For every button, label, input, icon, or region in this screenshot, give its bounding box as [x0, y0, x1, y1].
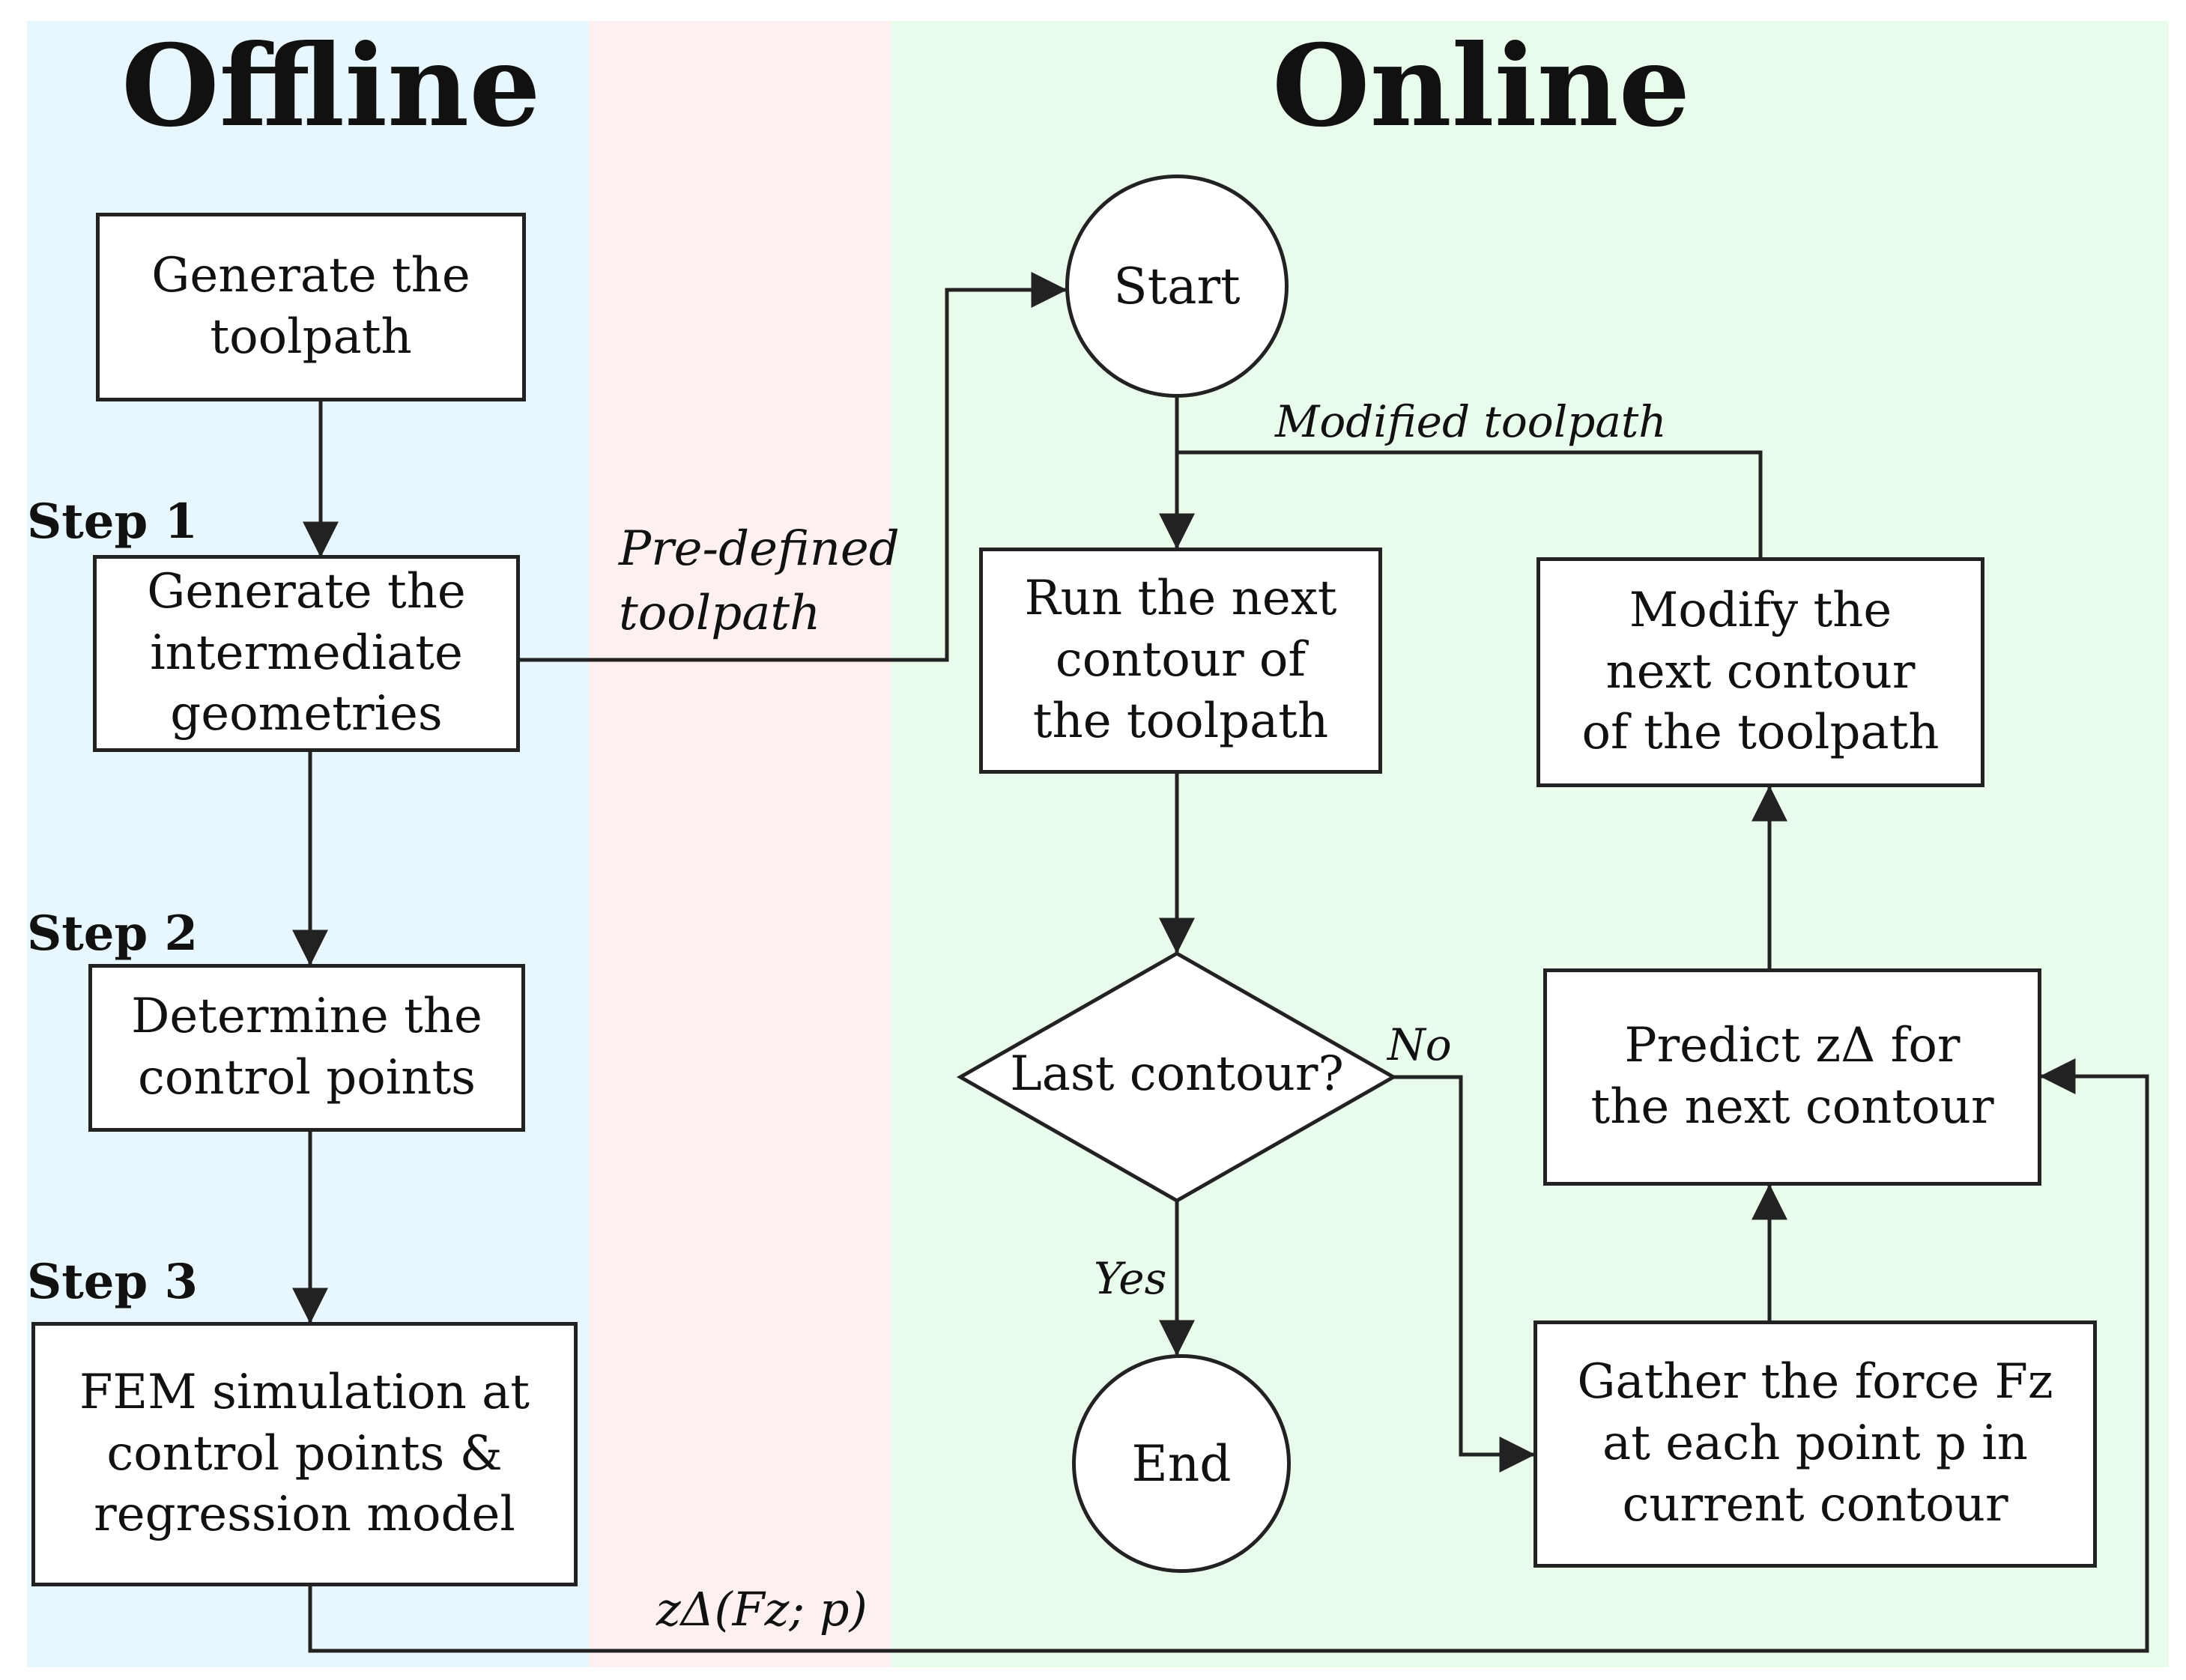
online-heading: Online: [1272, 20, 1691, 152]
box-text-line: of the toolpath: [1581, 705, 1940, 761]
gather-force-box: Gather the force Fz at each point p in c…: [1533, 1320, 2097, 1568]
box-text-line: regression model: [94, 1487, 515, 1543]
box-text-line: intermediate: [150, 625, 463, 681]
model-output-label: zΔ(Fz; p): [656, 1582, 868, 1637]
control-points-box: Determine the control points: [88, 964, 525, 1132]
transfer-panel: [589, 21, 891, 1667]
box-text-line: at each point p in: [1602, 1416, 2028, 1472]
last-contour-question: Last contour?: [1010, 1046, 1344, 1102]
step-2-label: Step 2: [27, 906, 199, 962]
step-3-label: Step 3: [27, 1254, 199, 1310]
box-text-line: Modify the: [1629, 582, 1892, 638]
box-text-line: Determine the: [131, 989, 482, 1045]
arrow-modified-toolpath: [1177, 450, 1763, 557]
box-text-line: Predict zΔ for: [1624, 1018, 1961, 1074]
box-text-line: Gather the force Fz: [1577, 1354, 2053, 1410]
predict-box: Predict zΔ for the next contour: [1543, 968, 2041, 1186]
box-text-line: Generate the: [151, 248, 470, 304]
box-text-line: geometries: [170, 686, 443, 742]
arrow-model-to-predict: [308, 1058, 2149, 1653]
generate-toolpath-box: Generate the toolpath: [96, 213, 526, 401]
end-node: End: [1072, 1354, 1291, 1573]
box-text-line: toolpath: [210, 309, 412, 365]
step-1-label: Step 1: [27, 494, 199, 550]
box-text-line: contour of: [1055, 632, 1307, 688]
no-label: No: [1387, 1019, 1452, 1070]
box-text-line: Run the next: [1024, 571, 1337, 627]
modify-contour-box: Modify the next contour of the toolpath: [1536, 557, 1984, 787]
box-text-line: Generate the: [147, 563, 466, 619]
arrow-predefined-toolpath: [520, 272, 1068, 662]
box-text-line: current contour: [1622, 1476, 2008, 1532]
offline-heading: Offline: [121, 20, 541, 152]
run-contour-box: Run the next contour of the toolpath: [979, 548, 1382, 774]
fem-simulation-box: FEM simulation at control points & regre…: [31, 1322, 578, 1586]
box-text-line: control points: [138, 1050, 476, 1106]
label-line: toolpath: [619, 586, 821, 642]
arrow-no-to-gather: [1393, 1075, 1536, 1473]
modified-toolpath-label: Modified toolpath: [1275, 396, 1667, 447]
yes-label: Yes: [1094, 1253, 1167, 1304]
label-line: Pre-defined: [619, 521, 900, 577]
box-text-line: next contour: [1605, 643, 1916, 700]
decision-diamond: [956, 951, 1398, 1203]
start-node: Start: [1065, 175, 1289, 398]
box-text-line: FEM simulation at: [79, 1364, 530, 1420]
predefined-toolpath-label: Pre-defined toolpath: [619, 517, 900, 646]
intermediate-geometries-box: Generate the intermediate geometries: [93, 555, 520, 752]
box-text-line: the next contour: [1590, 1079, 1994, 1135]
box-text-line: control points &: [106, 1425, 503, 1482]
box-text-line: the toolpath: [1032, 693, 1329, 749]
